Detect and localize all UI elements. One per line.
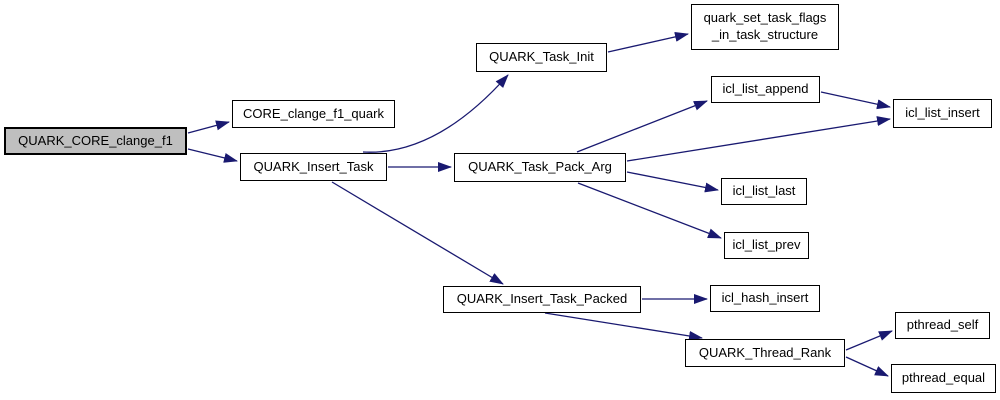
- graph-node-quark-core-clange-f1: QUARK_CORE_clange_f1: [4, 127, 187, 155]
- call-edge-quark-core-clange-f1--quark-insert-task: [187, 148, 238, 163]
- graph-node-quark-task-init[interactable]: QUARK_Task_Init: [476, 43, 607, 72]
- graph-node-quark-insert-task[interactable]: QUARK_Insert_Task: [240, 153, 387, 181]
- graph-node-icl-hash-insert[interactable]: icl_hash_insert: [710, 285, 820, 312]
- call-edge-quark-thread-rank--pthread-equal: [845, 356, 889, 377]
- graph-node-label: QUARK_Thread_Rank: [698, 344, 832, 360]
- call-edge-quark-insert-task-packed--quark-thread-rank: [544, 312, 703, 341]
- graph-node-icl-list-append[interactable]: icl_list_append: [711, 76, 820, 103]
- call-edge-quark-task-pack-arg--icl-list-prev: [577, 182, 722, 239]
- graph-node-icl-list-last[interactable]: icl_list_last: [721, 178, 807, 205]
- graph-node-label: icl_list_append: [722, 81, 809, 97]
- call-edge-quark-task-pack-arg--icl-list-last: [626, 171, 719, 193]
- graph-node-label: pthread_self: [906, 317, 979, 333]
- call-edge-quark-insert-task--quark-task-init: [362, 74, 509, 153]
- graph-node-label: QUARK_CORE_clange_f1: [18, 132, 173, 148]
- call-edges: [187, 31, 893, 377]
- graph-node-quark-insert-task-packed[interactable]: QUARK_Insert_Task_Packed: [443, 286, 641, 313]
- graph-node-label-line: quark_set_task_flags: [703, 10, 827, 26]
- call-edge-quark-task-init--quark-set-task-flags-in-task-structure: [607, 31, 689, 53]
- graph-node-pthread-equal[interactable]: pthread_equal: [891, 364, 996, 393]
- call-edge-quark-task-pack-arg--icl-list-insert: [626, 116, 891, 162]
- graph-node-icl-list-insert[interactable]: icl_list_insert: [893, 99, 992, 128]
- graph-node-pthread-self[interactable]: pthread_self: [895, 312, 990, 339]
- graph-node-label: CORE_clange_f1_quark: [243, 105, 384, 121]
- graph-node-label-line: _in_task_structure: [711, 27, 819, 42]
- graph-node-label: icl_list_prev: [732, 237, 801, 253]
- call-edge-icl-list-append--icl-list-insert: [820, 91, 891, 110]
- graph-node-quark-task-pack-arg[interactable]: QUARK_Task_Pack_Arg: [454, 153, 626, 182]
- call-edge-quark-thread-rank--pthread-self: [845, 330, 893, 351]
- call-edge-quark-insert-task--quark-insert-task-packed: [331, 181, 504, 285]
- graph-node-label: QUARK_Task_Init: [489, 49, 594, 65]
- graph-node-label: icl_hash_insert: [721, 290, 809, 306]
- graph-node-label: pthread_equal: [901, 370, 986, 386]
- graph-node-label: icl_list_last: [732, 183, 796, 199]
- graph-node-label: QUARK_Insert_Task_Packed: [456, 291, 628, 307]
- graph-node-core-clange-f1-quark[interactable]: CORE_clange_f1_quark: [232, 100, 395, 128]
- call-edge-quark-task-pack-arg--icl-list-append: [576, 100, 708, 153]
- call-edge-quark-core-clange-f1--core-clange-f1-quark: [187, 120, 230, 134]
- graph-node-label: QUARK_Task_Pack_Arg: [468, 159, 612, 175]
- graph-node-quark-set-task-flags-in-task-structure[interactable]: quark_set_task_flags_in_task_structure: [691, 4, 839, 50]
- graph-node-label: icl_list_insert: [905, 105, 980, 121]
- graph-node-label: QUARK_Insert_Task: [253, 158, 374, 174]
- graph-node-icl-list-prev[interactable]: icl_list_prev: [724, 232, 809, 259]
- graph-node-quark-thread-rank[interactable]: QUARK_Thread_Rank: [685, 339, 845, 367]
